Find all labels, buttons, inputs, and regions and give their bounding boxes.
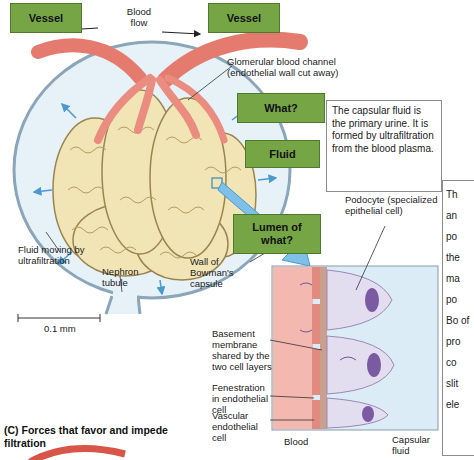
glomerular-capillary [138, 80, 152, 130]
detail-frame [272, 266, 438, 430]
filtration-squiggle [300, 283, 356, 360]
blood-flow-arrow [162, 32, 200, 34]
part-label: Glomerular blood channel (endothelial wa… [227, 56, 361, 78]
basement-membrane [320, 267, 327, 429]
label-box: Vessel [208, 3, 280, 33]
nucleus [367, 353, 381, 377]
texture-line [168, 207, 204, 213]
texture-line [68, 187, 104, 193]
text-group: Vessel [227, 12, 261, 25]
podocyte-texture [68, 127, 241, 258]
part-label: Wall of Bowman's capsule [190, 256, 252, 289]
blood-lumen [273, 267, 313, 429]
nucleus [362, 406, 374, 422]
texture-line [120, 197, 156, 203]
blood-vessels [38, 40, 300, 140]
endothelium-segment [312, 349, 320, 395]
efferent-vessel [38, 45, 140, 78]
podocyte-cell [327, 270, 392, 330]
node-text: Fluid [269, 148, 295, 161]
leader-line [188, 66, 232, 100]
text-group: Lumen of what? [238, 221, 316, 247]
part-label: Capsular fluid [392, 434, 438, 456]
podocyte-cell [327, 336, 394, 394]
node-text: Th an po the ma po Bo of pro co slit ele [446, 184, 471, 415]
label-box: What? [237, 93, 325, 123]
tubule-opening [113, 290, 137, 300]
leader-line [270, 396, 314, 398]
podocyte-nuclei [362, 288, 381, 422]
podocyte-layer [327, 270, 394, 428]
glomerular-capillary [168, 78, 224, 140]
part-label: Nephron tubule [102, 266, 150, 288]
text-group: Fluid [269, 148, 295, 161]
filtration-arrow [34, 190, 52, 192]
texture-line [70, 147, 106, 153]
text-group: Vessel [29, 12, 63, 25]
part-label: Blood [284, 436, 324, 447]
text-panel: Th an po the ma po Bo of pro co slit ele [442, 180, 474, 456]
label-box: Fluid [245, 140, 320, 168]
vessel-fragment [30, 449, 125, 460]
endothelium-segment [312, 304, 320, 344]
texture-line [205, 167, 241, 173]
podocyte-cell [327, 398, 388, 428]
endothelium-segment [312, 267, 320, 299]
part-label: Vascular endothelial cell [212, 410, 272, 443]
part-label: Podocyte (specialized epithelial cell) [345, 194, 440, 216]
text-group: The capsular fluid is the primary urine.… [332, 105, 436, 155]
node-text: Vessel [29, 12, 63, 25]
endothelium-segment [312, 400, 320, 429]
part-label: Basement membrane shared by the two cell… [212, 328, 276, 372]
bowman-capsule [14, 42, 290, 298]
scale-bar [18, 314, 100, 322]
leader-line [356, 226, 385, 290]
label-box: Lumen of what? [233, 214, 321, 254]
filtration-arrow [62, 104, 76, 118]
text-group: What? [264, 102, 298, 115]
label-box: Vessel [10, 3, 82, 33]
leader-line [270, 420, 314, 421]
node-text: The capsular fluid is the primary urine.… [332, 105, 436, 155]
part-label: 0.1 mm [44, 323, 104, 334]
nucleus [365, 288, 379, 312]
node-text: What? [264, 102, 298, 115]
part-label: Fluid moving by ultrafiltration [18, 244, 96, 266]
texture-line [72, 227, 108, 233]
callout-box: The capsular fluid is the primary urine.… [326, 100, 442, 192]
texture-line [100, 247, 136, 253]
text-group: Th an po the ma po Bo of pro co slit ele [446, 184, 471, 415]
filtration-arrow [160, 280, 162, 294]
part-label: (C) Forces that favor and impede filtrat… [4, 424, 184, 449]
node-text: Lumen of what? [238, 221, 316, 247]
part-label: Blood flow [118, 6, 160, 28]
leader-line [270, 340, 322, 350]
filtration-arrow [258, 178, 276, 180]
node-text: Vessel [227, 12, 261, 25]
